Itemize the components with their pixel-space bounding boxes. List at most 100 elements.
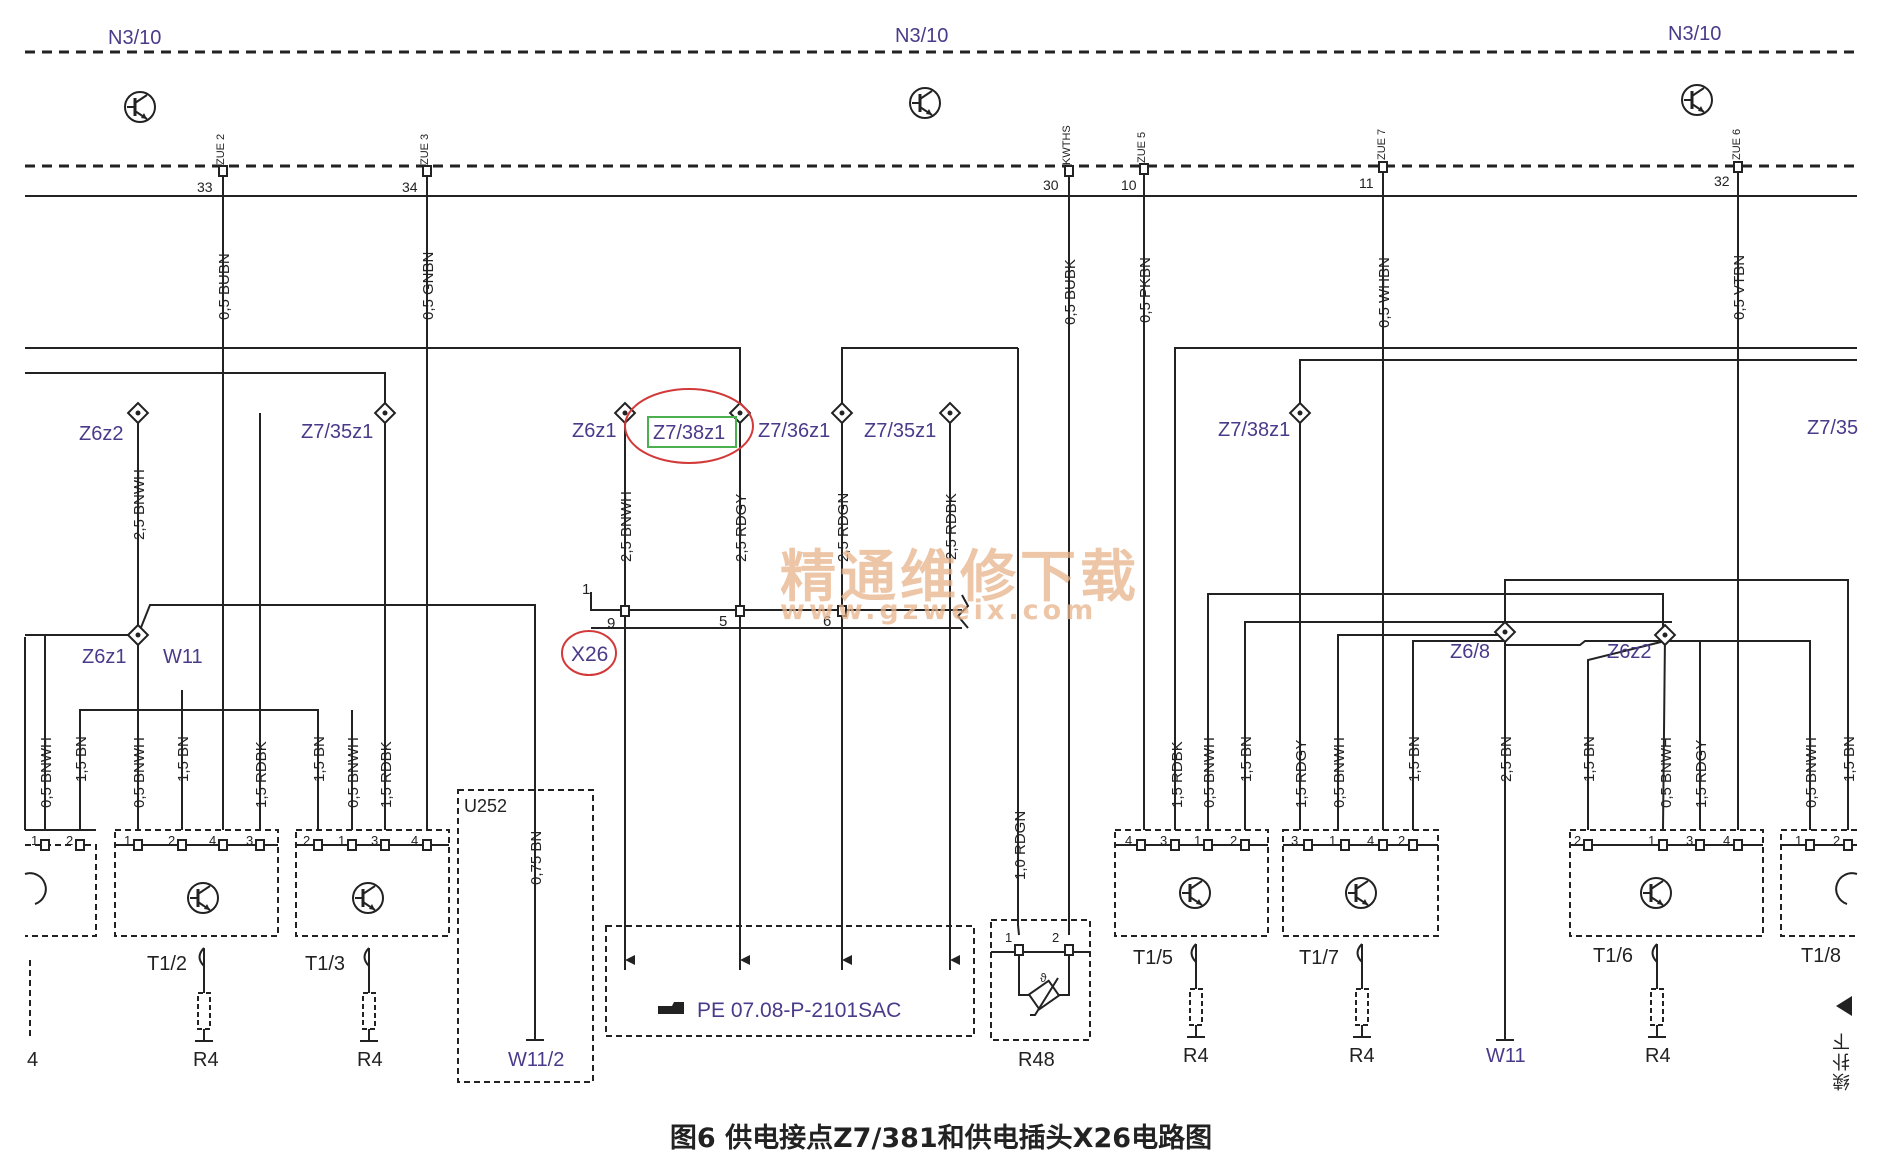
wire-label: 2,5 RDGN <box>835 493 852 562</box>
coil-pin: 4 <box>411 833 418 848</box>
ecu-pin-number: 34 <box>402 179 418 195</box>
coil-pin: 2 <box>303 833 310 848</box>
coil-label: T1/8 <box>1801 945 1841 967</box>
wire-label: 1,0 RDGN <box>1012 811 1029 880</box>
x26-connector: 1 9 5 6 X26 <box>561 581 970 676</box>
splice-icon <box>1289 402 1311 424</box>
x26-pin: 9 <box>607 615 615 632</box>
wire-label: 1,5 RDBK <box>378 741 395 808</box>
splice-icon <box>729 402 751 424</box>
ground-label: W11/2 <box>508 1049 564 1071</box>
r48-theta: ϑ <box>1040 971 1047 985</box>
wire-label: 0,5 BNWH <box>345 737 362 808</box>
wire-label: 0,5 BNWH <box>131 737 148 808</box>
wire-label: 1,5 BN <box>73 736 90 782</box>
coil-partial: 1 2 4 <box>24 829 97 1071</box>
coil-label: T1/3 <box>305 953 345 975</box>
ecu-boundary <box>25 50 1857 197</box>
wire-label: 1,5 RDGY <box>1293 740 1310 808</box>
splice-label: Z7/35z1 <box>864 420 936 442</box>
splice-icon <box>831 402 853 424</box>
ecu-pin: ZUE 3 34 <box>402 134 432 195</box>
ecu-pin-number: 30 <box>1043 177 1059 193</box>
ecu-pin-code: ZUE 5 <box>1136 132 1148 163</box>
pe-reference-text: PE 07.08-P-2101SAC <box>697 999 901 1022</box>
ignition-coil-t1-8: 1 2 T1/8 <box>1780 829 1858 1016</box>
transistor-icon <box>1680 83 1714 117</box>
coil-pin: 2 <box>1574 833 1581 848</box>
u252-label: U252 <box>464 796 507 816</box>
watermark-cn: 精通维修下载 <box>780 544 1140 610</box>
wire-label: 1,5 BN <box>175 736 192 782</box>
coil-pin: 3 <box>371 833 378 848</box>
signal-arrow <box>624 628 960 965</box>
coil-pin: 1 <box>124 833 131 848</box>
coil-label: T1/6 <box>1593 945 1633 967</box>
side-note: 续扑下 <box>1832 1030 1850 1091</box>
ecu-pin-code: ZUE 7 <box>1376 129 1388 160</box>
wire-label: 1,5 BN <box>1841 736 1858 782</box>
wire-label: 1,5 BN <box>1581 736 1598 782</box>
wire-label: 1,5 RDBK <box>253 741 270 808</box>
wire-label: 0,5 BUBN <box>216 253 233 320</box>
ecu-label: N3/10 <box>1668 23 1721 45</box>
coil-pin: 2 <box>66 833 73 848</box>
plug-label: R4 <box>1349 1045 1375 1067</box>
splice-label: Z6z1 <box>572 420 616 442</box>
coil-pin: 2 <box>1833 833 1840 848</box>
transistor-icon <box>1178 876 1212 910</box>
ignition-coil-t1-6: 2 1 3 4 T1/6 R4 <box>1569 829 1764 1067</box>
ecu-pin: ZUE 2 33 <box>197 134 228 195</box>
ecu-label: N3/10 <box>895 25 948 47</box>
coil-pin: 1 <box>338 833 345 848</box>
u252-box: U252 W11/2 <box>457 789 594 1083</box>
wire-label: 0,5 VTBN <box>1731 255 1748 320</box>
coil-pin: 2 <box>1398 833 1405 848</box>
wire-label: 0,5 BNWH <box>1658 737 1675 808</box>
splice-icon <box>127 402 149 424</box>
ecu-pin: ZUE 6 32 <box>1714 129 1743 189</box>
wire-label: 0,5 BNWH <box>38 737 55 808</box>
splice-label-highlighted: Z7/38z1 <box>653 422 725 444</box>
splice-icon <box>127 624 149 646</box>
spark-plug-icon <box>359 947 379 1042</box>
splice-label: Z6/8 <box>1450 641 1490 663</box>
ignition-coil-t1-7: 3 1 4 2 T1/7 R4 <box>1282 829 1439 1067</box>
coil-pin: 1 <box>1648 833 1655 848</box>
ecu-pin-code: ZUE 6 <box>1731 129 1743 160</box>
spark-plug-icon <box>194 947 214 1042</box>
ecu-pin-code: ZUE 3 <box>419 134 431 165</box>
splice-label: Z6z2 <box>79 423 123 445</box>
ecu-label: N3/10 <box>108 27 161 49</box>
coil-pin: 2 <box>168 833 175 848</box>
coil-pin: 3 <box>1160 833 1167 848</box>
pe-reference: PE 07.08-P-2101SAC <box>605 925 975 1037</box>
x26-label: X26 <box>571 643 608 666</box>
spark-plug-icon <box>1647 943 1667 1038</box>
coil-pin: 2 <box>1230 833 1237 848</box>
w11-label: W11 <box>163 646 203 668</box>
splice-icon <box>1494 621 1516 643</box>
transistor-icon <box>1344 876 1378 910</box>
wire-label: 0,5 BNWH <box>1331 737 1348 808</box>
plug-label: R4 <box>1645 1045 1671 1067</box>
x26-pin: 6 <box>823 613 831 630</box>
splice-label: Z7/35z1 <box>301 421 373 443</box>
wire-label: 2,5 RDGY <box>733 494 750 562</box>
wire-label: 0,5 BNWH <box>1201 737 1218 808</box>
coil-pin: 4 <box>1367 833 1374 848</box>
ignition-coil-t1-5: 4 3 1 2 T1/5 R4 <box>1114 829 1269 1067</box>
splice-label: Z7/35 <box>1807 417 1858 439</box>
plug-label: R4 <box>357 1049 383 1071</box>
r48-label: R48 <box>1018 1049 1055 1071</box>
ignition-coil-t1-2: 1 2 4 3 T1/2 R4 <box>114 829 279 1071</box>
ignition-coil-t1-3: 2 1 3 4 T1/3 R4 <box>295 829 450 1071</box>
ecu-pin-number: 32 <box>1714 173 1730 189</box>
coil-label: T1/2 <box>147 953 187 975</box>
wire-label: 1,5 BN <box>1406 736 1423 782</box>
transistor-icon <box>186 881 220 915</box>
continue-arrow-icon <box>1836 996 1852 1016</box>
coil-pin: 3 <box>1686 833 1693 848</box>
reference-hand-icon <box>658 1002 684 1014</box>
ecu-pin: ZUE 5 10 <box>1121 132 1149 193</box>
